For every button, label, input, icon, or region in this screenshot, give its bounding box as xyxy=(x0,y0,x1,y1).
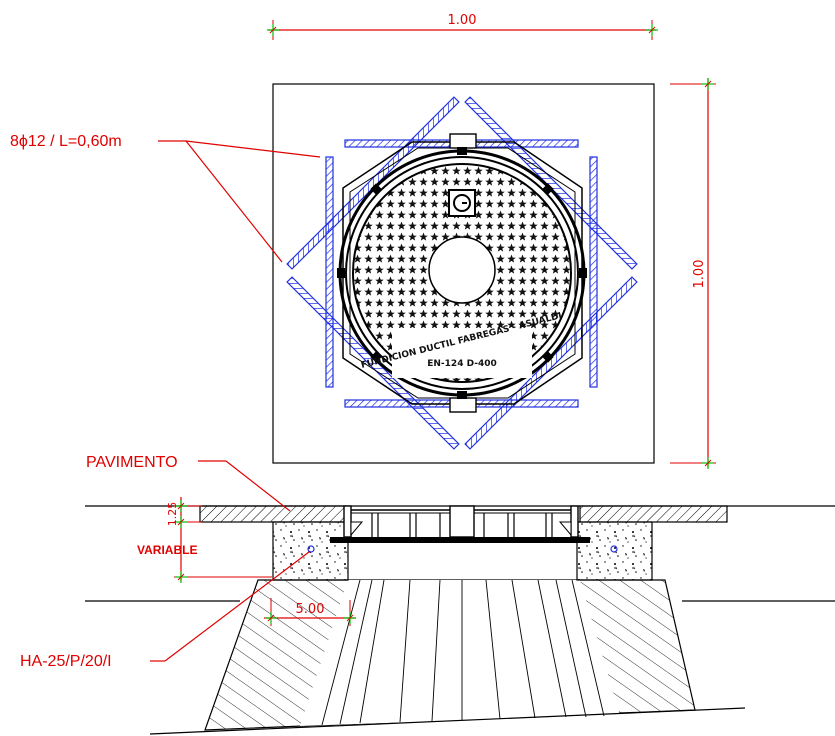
manhole-cover: FUNDICION DUCTIL FABREGAS - ASUALDI EN-1… xyxy=(337,147,587,399)
pavement-left xyxy=(199,505,346,523)
rebar-leader: 8ϕ12 / L=0,60m xyxy=(10,133,321,263)
plan-view: 1.00 1.00 xyxy=(10,13,716,470)
frame-section xyxy=(330,505,590,543)
variable-label: VARIABLE xyxy=(137,543,197,557)
concrete-label: HA-25/P/20/I xyxy=(20,653,112,670)
thickness-dimension: 1.25 VARIABLE xyxy=(137,497,272,584)
rebar-label: 8ϕ12 / L=0,60m xyxy=(10,133,122,150)
top-dimension: 1.00 xyxy=(266,13,659,40)
slope-dim-text: 5.00 xyxy=(296,602,325,617)
dim-height-text: 1.00 xyxy=(692,260,707,289)
plan-outline xyxy=(272,83,655,464)
pavement-thickness-text: 1.25 xyxy=(166,502,179,527)
pavement-leader: PAVIMENTO xyxy=(86,454,291,512)
dim-width-text: 1.00 xyxy=(448,13,477,28)
right-dimension: 1.00 xyxy=(670,77,716,470)
concrete-right xyxy=(576,521,653,581)
section-view: PAVIMENTO 1.25 VARIABLE 5.00 H xyxy=(20,454,835,735)
concrete-leader: HA-25/P/20/I xyxy=(20,551,310,670)
shaft-lines xyxy=(321,579,605,726)
slope-dimension: 5.00 xyxy=(264,598,357,626)
pavement-right xyxy=(579,505,728,523)
cast-text-line2: EN-124 D-400 xyxy=(427,359,497,369)
pavement-label: PAVIMENTO xyxy=(86,454,178,471)
